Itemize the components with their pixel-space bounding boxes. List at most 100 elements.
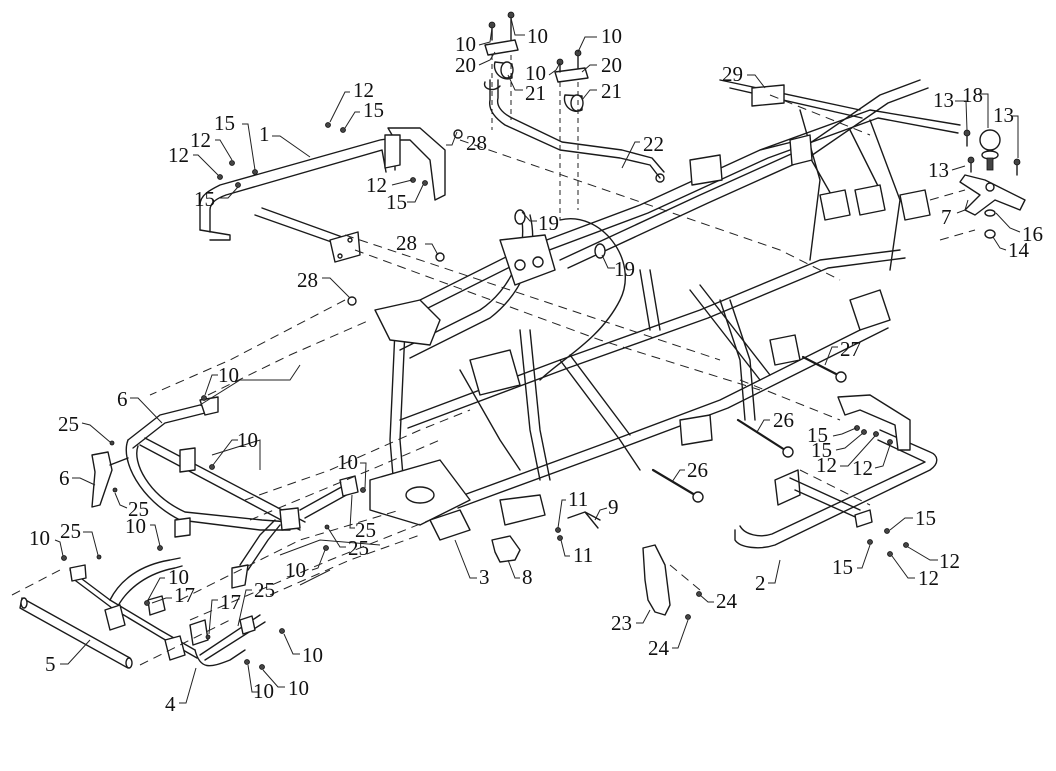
- callout-11-a: 11: [557, 487, 588, 529]
- callout-19-b: 19: [601, 254, 635, 281]
- callout-15-e: 15: [807, 423, 857, 447]
- svg-text:10: 10: [285, 558, 306, 582]
- assembly-lines: [11, 94, 976, 666]
- svg-text:23: 23: [611, 611, 632, 635]
- callout-12-a: 12: [329, 78, 374, 123]
- callout-13-b: 13: [993, 103, 1019, 158]
- callout-8: 8: [507, 559, 533, 589]
- callout-11-b: 11: [560, 539, 593, 567]
- callout-10-l: 10: [283, 633, 323, 667]
- callout-10-i: 10: [29, 526, 64, 557]
- svg-text:4: 4: [165, 692, 176, 716]
- svg-text:25: 25: [348, 536, 369, 560]
- callout-2: 2: [755, 559, 781, 595]
- callout-10-h: 10: [285, 549, 326, 582]
- tube: [19, 597, 133, 669]
- svg-text:6: 6: [117, 387, 128, 411]
- front-subframe: [91, 396, 306, 538]
- callout-10-m: 10: [247, 664, 274, 703]
- callout-15-b: 15: [214, 111, 256, 171]
- callout-15-f: 15: [811, 432, 864, 462]
- svg-text:24: 24: [648, 636, 670, 660]
- main-frame: [369, 79, 961, 541]
- callout-9: 9: [594, 495, 619, 521]
- front-brackets: [231, 475, 359, 589]
- callout-25-e: 25: [60, 519, 99, 556]
- callout-13-a: 13: [933, 88, 968, 131]
- svg-text:27: 27: [840, 337, 861, 361]
- callout-15-h: 15: [832, 544, 871, 579]
- svg-text:25: 25: [254, 578, 275, 602]
- callout-28-b: 28: [396, 231, 439, 256]
- callout-10-b: 10: [510, 17, 548, 48]
- svg-text:3: 3: [479, 565, 490, 589]
- svg-text:25: 25: [60, 519, 81, 543]
- svg-text:19: 19: [614, 257, 635, 281]
- callout-27: 27: [824, 337, 861, 366]
- callout-10-c: 10: [577, 24, 622, 53]
- svg-text:15: 15: [811, 438, 832, 462]
- svg-text:28: 28: [297, 268, 318, 292]
- callout-21-a: 21: [507, 74, 546, 105]
- svg-text:10: 10: [29, 526, 50, 550]
- svg-text:10: 10: [337, 450, 358, 474]
- svg-text:20: 20: [601, 53, 622, 77]
- svg-text:10: 10: [125, 514, 146, 538]
- svg-text:11: 11: [568, 487, 588, 511]
- callout-26-a: 26: [756, 408, 794, 433]
- svg-text:10: 10: [218, 363, 239, 387]
- svg-text:12: 12: [168, 143, 189, 167]
- svg-text:12: 12: [353, 78, 374, 102]
- svg-text:21: 21: [525, 81, 546, 105]
- hitch-assembly: [959, 129, 1026, 239]
- svg-text:15: 15: [214, 111, 235, 135]
- callout-7: 7: [941, 199, 969, 229]
- fasteners: [61, 122, 909, 670]
- callout-12-d: 12: [366, 173, 413, 197]
- svg-text:26: 26: [773, 408, 794, 432]
- callout-12-f: 12: [852, 444, 891, 480]
- callout-20-a: 20: [455, 51, 496, 77]
- callout-5: 5: [45, 639, 91, 676]
- callout-25-a: 25: [58, 412, 111, 443]
- callout-12-c: 12: [168, 143, 219, 176]
- clamp: [491, 535, 521, 563]
- callout-19-a: 19: [521, 211, 559, 235]
- svg-text:20: 20: [455, 53, 476, 77]
- svg-text:10: 10: [302, 643, 323, 667]
- callout-21-b: 21: [581, 79, 622, 103]
- svg-text:12: 12: [816, 453, 837, 477]
- callout-6-a: 6: [117, 387, 163, 424]
- callout-20-b: 20: [581, 53, 622, 77]
- callouts: 10 10 20 21 10 10 20 21 22 29 18 13 13 1…: [29, 17, 1043, 716]
- svg-text:11: 11: [573, 543, 593, 567]
- svg-text:10: 10: [237, 428, 258, 452]
- svg-text:10: 10: [253, 679, 274, 703]
- svg-text:25: 25: [128, 497, 149, 521]
- callout-24-a: 24: [699, 589, 738, 613]
- svg-text:25: 25: [355, 518, 376, 542]
- callout-17-a: 17: [151, 583, 195, 607]
- callout-25-b: 25: [114, 492, 149, 521]
- callout-28-a: 28: [446, 131, 487, 155]
- callout-26-b: 26: [671, 458, 708, 483]
- callout-29: 29: [722, 62, 766, 89]
- callout-10-n: 10: [262, 669, 309, 700]
- callout-10-a: 10: [455, 27, 493, 56]
- callout-15-c: 15: [194, 186, 239, 211]
- svg-text:13: 13: [928, 158, 949, 182]
- callout-10-e: 10: [204, 363, 239, 396]
- svg-text:2: 2: [755, 571, 766, 595]
- callout-10-j: 10: [125, 514, 161, 547]
- svg-text:15: 15: [832, 555, 853, 579]
- svg-text:15: 15: [915, 506, 936, 530]
- callout-12-e: 12: [816, 435, 876, 477]
- callout-10-g: 10: [337, 450, 367, 489]
- svg-text:8: 8: [522, 565, 533, 589]
- callout-18: 18: [962, 83, 989, 128]
- svg-text:10: 10: [168, 565, 189, 589]
- svg-text:14: 14: [1008, 238, 1030, 262]
- svg-text:6: 6: [59, 466, 70, 490]
- svg-text:15: 15: [194, 187, 215, 211]
